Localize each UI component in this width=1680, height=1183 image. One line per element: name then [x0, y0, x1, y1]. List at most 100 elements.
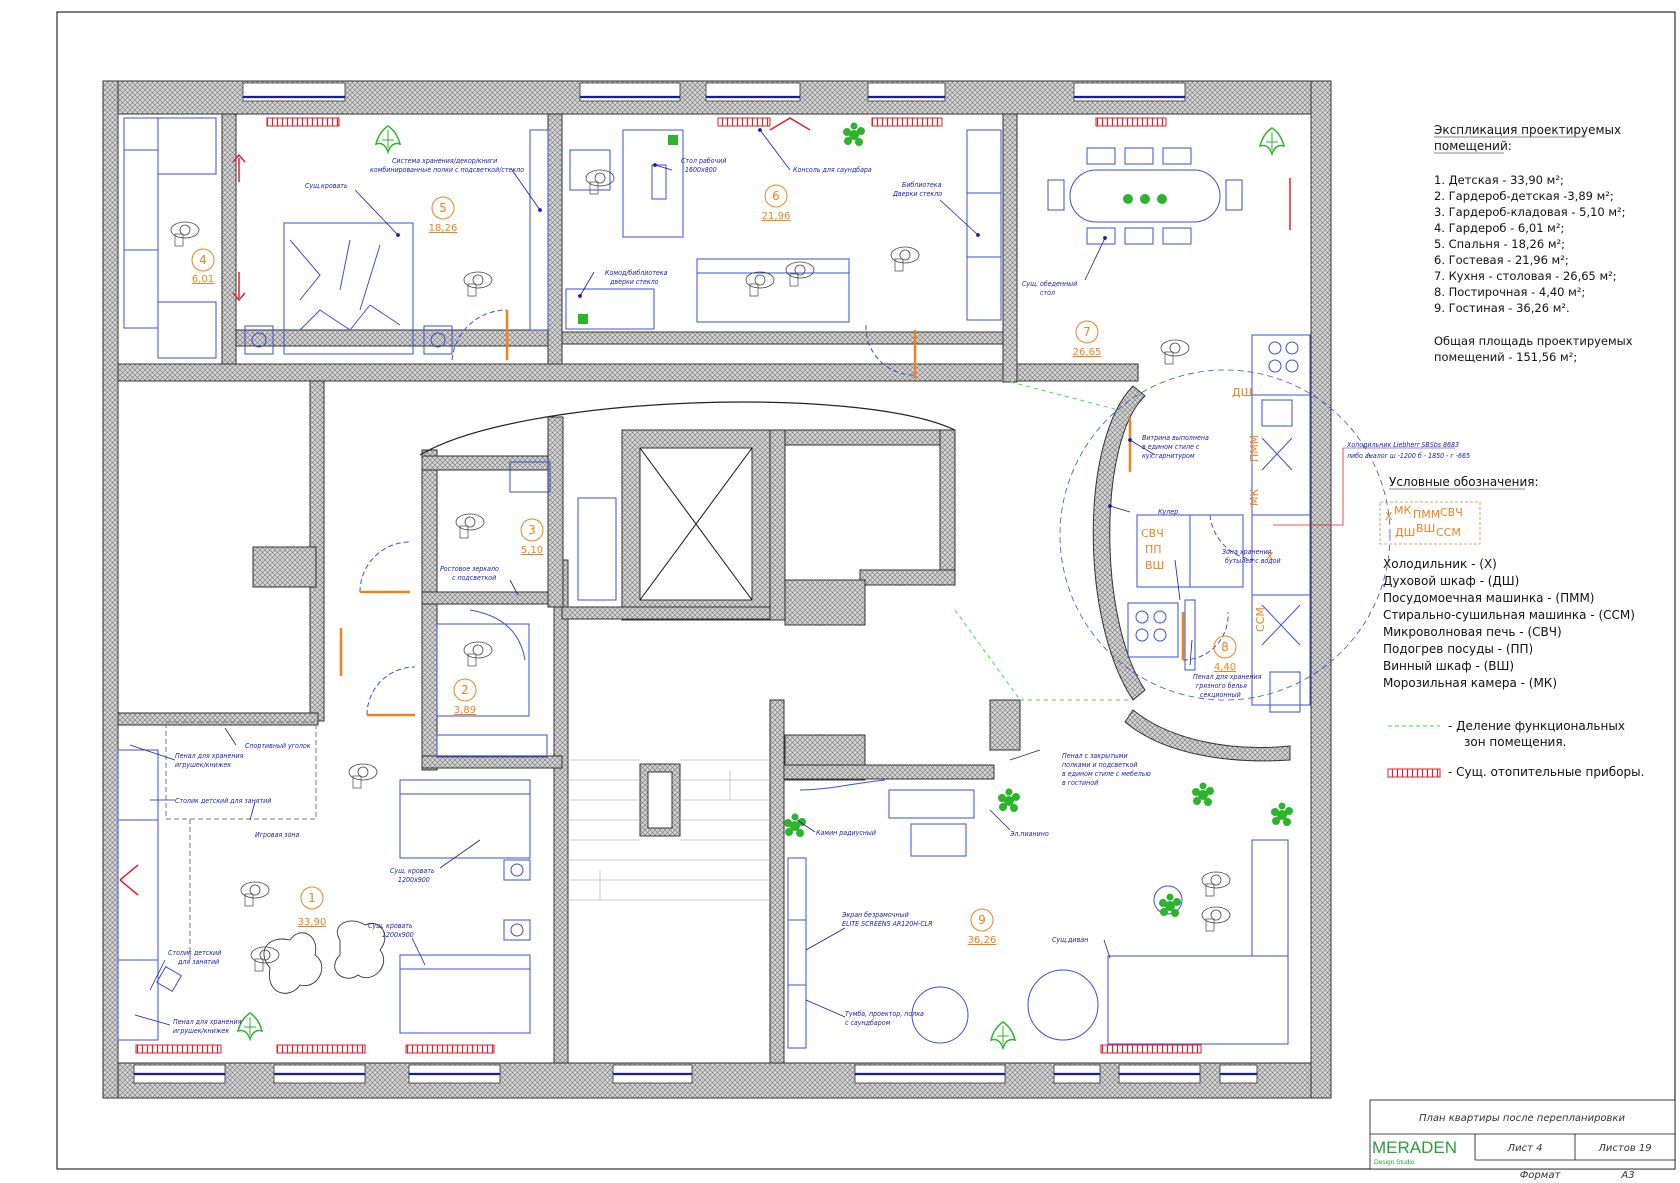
svg-text:9: 9: [978, 913, 986, 927]
svg-text:Общая площадь проектируемых: Общая площадь проектируемых: [1434, 334, 1633, 348]
svg-text:1600х800: 1600х800: [685, 166, 717, 174]
svg-text:грязного белья: грязного белья: [1196, 682, 1247, 690]
svg-text:Витрина выполнена: Витрина выполнена: [1142, 434, 1209, 442]
svg-text:стол: стол: [1040, 289, 1055, 297]
svg-text:Х: Х: [1266, 550, 1274, 563]
svg-text:9. Гостиная - 36,26 м².: 9. Гостиная - 36,26 м².: [1434, 301, 1570, 315]
svg-text:помещений - 151,56 м²;: помещений - 151,56 м²;: [1434, 350, 1577, 364]
svg-text:Формат: Формат: [1520, 1170, 1562, 1181]
plants: [237, 122, 1293, 1049]
svg-text:Сущ. обеденный: Сущ. обеденный: [1022, 280, 1077, 288]
room-5: 518,26: [429, 196, 458, 234]
room-6: 621,96: [762, 184, 791, 222]
svg-text:Design Studio: Design Studio: [1374, 1159, 1415, 1166]
svg-text:в едином стиле с: в едином стиле с: [1142, 443, 1200, 451]
svg-text:2. Гардероб-детская -3,89 м²;: 2. Гардероб-детская -3,89 м²;: [1434, 189, 1614, 203]
svg-text:4. Гардероб - 6,01 м²;: 4. Гардероб - 6,01 м²;: [1434, 221, 1564, 235]
svg-text:для занятий: для занятий: [177, 958, 219, 966]
svg-text:Камин радиусный: Камин радиусный: [816, 829, 876, 837]
leaders: [129, 128, 1193, 1026]
svg-text:Лист 4: Лист 4: [1507, 1143, 1543, 1154]
svg-text:Комод/библиотека: Комод/библиотека: [605, 269, 668, 277]
svg-text:Зона хранения: Зона хранения: [1222, 548, 1272, 556]
svg-text:Ростовое зеркало: Ростовое зеркало: [440, 565, 499, 573]
svg-text:ССМ: ССМ: [1254, 607, 1267, 632]
svg-text:Консоль для саундбара: Консоль для саундбара: [793, 166, 872, 174]
svg-text:Система хранения/декор/книги: Система хранения/декор/книги: [392, 157, 497, 165]
svg-text:5,10: 5,10: [521, 545, 543, 556]
svg-text:Столик детский для занятий: Столик детский для занятий: [175, 797, 271, 805]
room-1: 133,90: [298, 886, 326, 928]
svg-text:4,40: 4,40: [1214, 662, 1236, 673]
svg-text:СВЧ: СВЧ: [1141, 527, 1164, 540]
svg-text:1200х900: 1200х900: [382, 931, 414, 939]
door-leaves: [339, 310, 1185, 717]
room-9: 936,26: [968, 908, 996, 946]
svg-text:А3: А3: [1620, 1170, 1634, 1181]
svg-text:Посудомоечная машинка - (ПММ): Посудомоечная машинка - (ПММ): [1383, 591, 1595, 605]
svg-text:ПП: ПП: [1145, 543, 1162, 556]
svg-text:18,26: 18,26: [429, 223, 458, 234]
svg-text:Сущ.диван: Сущ.диван: [1052, 936, 1088, 944]
svg-text:с саундбаром: с саундбаром: [845, 1019, 891, 1027]
svg-text:1: 1: [308, 891, 316, 905]
svg-text:6: 6: [772, 189, 780, 203]
svg-text:Х: Х: [1385, 510, 1393, 523]
svg-text:в гостиной: в гостиной: [1062, 779, 1098, 787]
svg-text:МК: МК: [1394, 504, 1411, 517]
svg-text:7. Кухня - столовая - 26,65 м²: 7. Кухня - столовая - 26,65 м²;: [1434, 269, 1617, 283]
title-block: План квартиры после перепланировки MERAD…: [1369, 1099, 1676, 1181]
svg-text:ВШ: ВШ: [1416, 522, 1435, 535]
svg-text:3: 3: [528, 523, 536, 537]
svg-text:Экспликация проектируемых: Экспликация проектируемых: [1434, 123, 1621, 137]
svg-text:3,89: 3,89: [454, 705, 476, 716]
room-8: 84,40: [1213, 635, 1237, 673]
svg-text:Экран безрамочный: Экран безрамочный: [841, 911, 909, 919]
zone-divider: [954, 379, 1132, 701]
svg-text:3. Гардероб-кладовая - 5,10 м²: 3. Гардероб-кладовая - 5,10 м²;: [1434, 205, 1626, 219]
svg-text:Кулер: Кулер: [1158, 508, 1178, 516]
svg-text:Морозильная камера - (МК): Морозильная камера - (МК): [1383, 676, 1557, 690]
svg-text:дверки стекло: дверки стекло: [609, 278, 659, 286]
svg-text:Сущ. кровать: Сущ. кровать: [368, 922, 413, 930]
svg-text:Тумба, проектор, полка: Тумба, проектор, полка: [845, 1010, 924, 1018]
stairs: [562, 759, 770, 901]
svg-text:Пенал с закрытыми: Пенал с закрытыми: [1062, 752, 1128, 760]
furniture: [117, 117, 1311, 1049]
svg-text:Микроволновая печь - (СВЧ): Микроволновая печь - (СВЧ): [1383, 625, 1562, 639]
fridge-note: Холодильник Liebherr SBSbs 8683 либо ана…: [1273, 441, 1470, 526]
svg-text:21,96: 21,96: [762, 211, 791, 222]
svg-text:Сущ. кровать: Сущ. кровать: [390, 867, 435, 875]
svg-text:1200х900: 1200х900: [398, 876, 430, 884]
svg-text:Стирально-сушильная машинка -: Стирально-сушильная машинка - (ССМ): [1383, 608, 1635, 622]
svg-text:ПММ: ПММ: [1248, 435, 1261, 462]
room-4: 46,01: [191, 248, 215, 285]
svg-text:MERADEN: MERADEN: [1372, 1138, 1457, 1157]
svg-text:Спортивный уголок: Спортивный уголок: [245, 742, 311, 750]
svg-text:игрушек/книжек: игрушек/книжек: [175, 761, 231, 769]
doors: [359, 309, 1256, 716]
svg-text:Пенал для хранения: Пенал для хранения: [173, 1018, 242, 1026]
svg-text:полками и подсветкой: полками и подсветкой: [1062, 761, 1137, 769]
annotations: Система хранения/декор/книги комбинирова…: [168, 157, 1281, 1035]
svg-text:План квартиры после перепланир: План квартиры после перепланировки: [1419, 1113, 1625, 1124]
svg-text:- Сущ. отопительные приборы.: - Сущ. отопительные приборы.: [1448, 765, 1644, 779]
walls: [102, 80, 1332, 1099]
svg-text:26,65: 26,65: [1073, 347, 1102, 358]
svg-text:либо аналог ш -1200 б - 1850 -: либо аналог ш -1200 б - 1850 - г -665: [1346, 452, 1470, 460]
room-2: 23,89: [453, 678, 477, 716]
svg-text:Библиотека: Библиотека: [902, 181, 942, 189]
svg-text:Холодильник - (Х): Холодильник - (Х): [1383, 557, 1497, 571]
room-3: 35,10: [520, 518, 544, 556]
svg-text:- Деление функциональных: - Деление функциональных: [1448, 719, 1625, 733]
svg-text:с подсветкой: с подсветкой: [452, 574, 496, 582]
svg-text:ДШ: ДШ: [1232, 386, 1252, 399]
explication: Экспликация проектируемых помещений: 1. …: [1434, 123, 1633, 364]
svg-text:ПММ: ПММ: [1413, 508, 1440, 521]
kitchen-equipment-labels: ДШ ПММ МК Х СВЧ ПП ВШ ССМ: [1141, 386, 1274, 632]
svg-text:СВЧ: СВЧ: [1440, 506, 1463, 519]
svg-text:1. Детская - 33,90 м²;: 1. Детская - 33,90 м²;: [1434, 173, 1564, 187]
svg-text:помещений:: помещений:: [1434, 139, 1512, 153]
svg-text:6. Гостевая - 21,96 м²;: 6. Гостевая - 21,96 м²;: [1434, 253, 1569, 267]
